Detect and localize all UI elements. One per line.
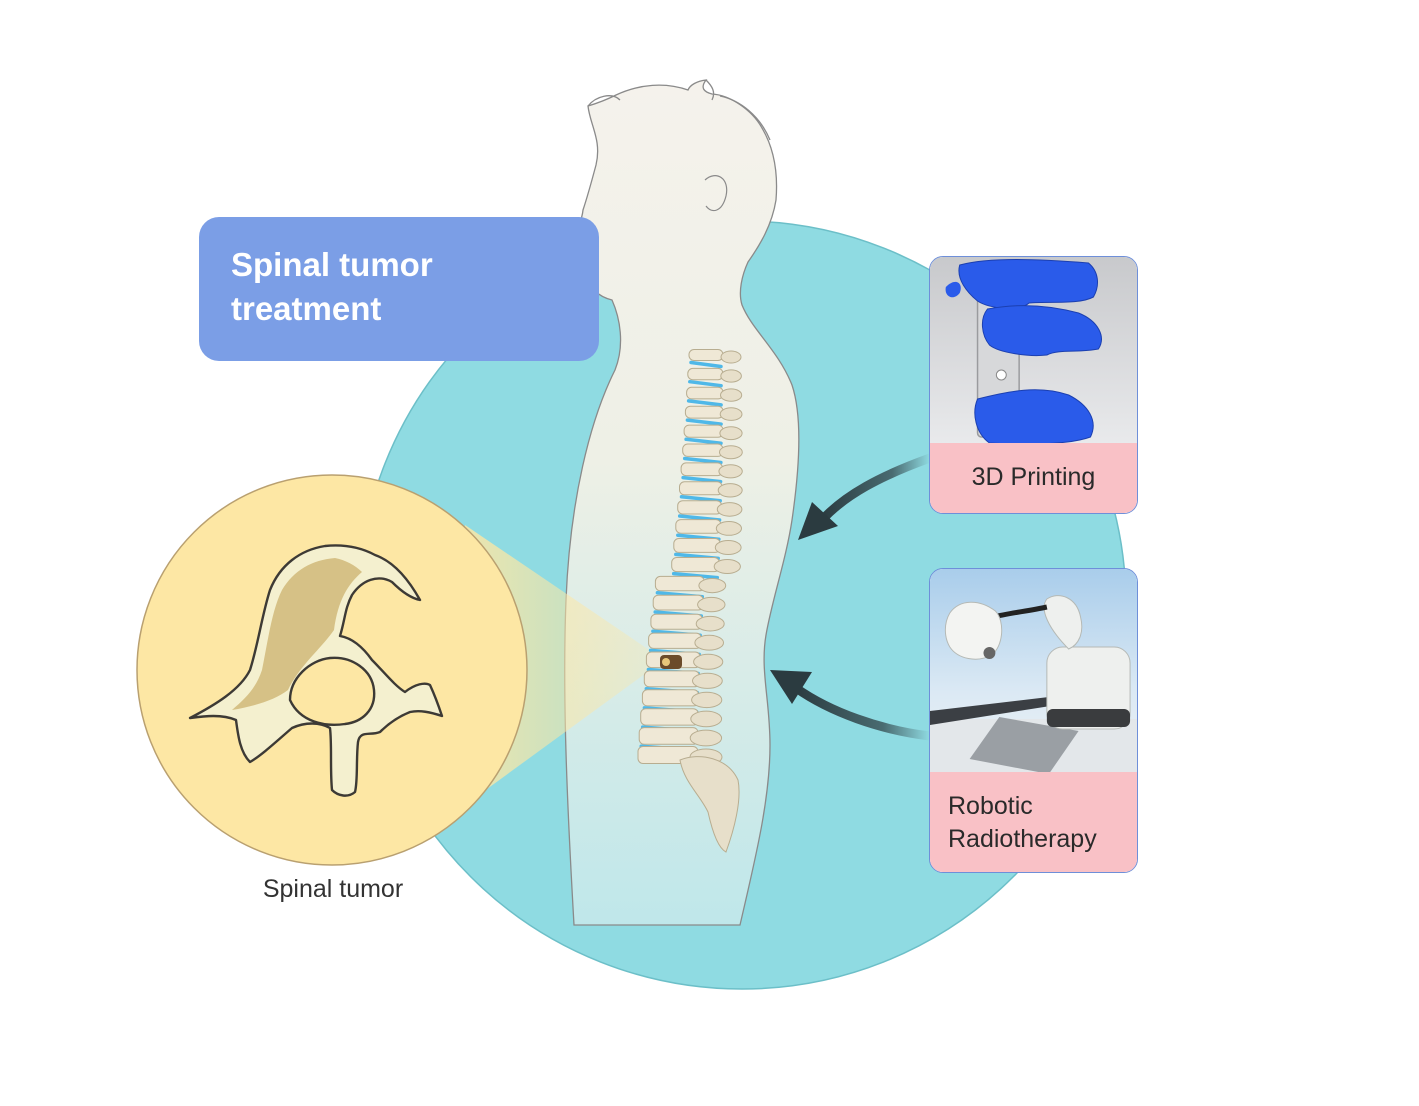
spinous-process: [690, 710, 723, 728]
vertebra-body: [675, 519, 722, 534]
robotic-radiotherapy-image: [930, 569, 1137, 774]
intervertebral-disc: [681, 475, 723, 484]
spinous-process: [716, 502, 743, 517]
vertebra-body: [687, 367, 724, 381]
hair: [587, 79, 771, 141]
vertebra-body: [652, 594, 704, 611]
arrow-radiotherapy-head: [770, 670, 812, 704]
spinous-process: [713, 559, 741, 574]
spinous-process: [695, 615, 725, 632]
spinous-process: [698, 578, 727, 594]
spine-tumor-highlight: [662, 658, 670, 666]
spinous-process: [691, 691, 723, 709]
vertebra-body: [686, 386, 724, 400]
arrow-3d-printing-head: [798, 502, 838, 540]
vertebra-body: [679, 481, 723, 496]
spinous-process: [697, 596, 726, 613]
arrow-3d-printing: [817, 453, 935, 525]
vertebra-cross-section: [188, 544, 444, 797]
spinous-process: [719, 407, 743, 421]
title-line-1: Spinal tumor: [231, 246, 433, 283]
spinous-process: [692, 672, 723, 689]
spinous-process: [720, 388, 743, 402]
printed-vertebra-top: [958, 259, 1099, 309]
vertebra-body: [688, 349, 724, 361]
printed-vertebra-bottom: [974, 389, 1094, 445]
spinous-process: [715, 521, 743, 536]
arrow-radiotherapy: [791, 683, 935, 741]
card-3d-printing: 3D Printing: [929, 256, 1138, 514]
spinous-process: [693, 653, 724, 670]
intervertebral-disc: [688, 379, 723, 388]
vertebra-body: [671, 557, 720, 573]
vertebra-body: [673, 538, 721, 553]
spinous-process: [720, 350, 742, 364]
vertebra-body: [641, 689, 700, 707]
intervertebral-disc: [679, 495, 722, 503]
intervertebral-disc: [684, 437, 723, 446]
vertebra-body: [654, 575, 705, 592]
spinous-process: [717, 483, 743, 498]
label-radiotherapy: Radiotherapy: [948, 825, 1097, 853]
vertebra-body: [638, 727, 699, 745]
spinous-process: [714, 540, 742, 555]
vertebra-body: [680, 462, 723, 477]
spinous-process: [720, 369, 742, 383]
intervertebral-disc: [671, 571, 720, 580]
card-robotic-radiotherapy: Robotic Radiotherapy: [929, 568, 1138, 873]
spinous-process: [719, 445, 743, 460]
label-robotic-radiotherapy: Robotic Radiotherapy: [930, 772, 1137, 872]
title-line-2: treatment: [231, 290, 382, 327]
tumor-region: [232, 558, 362, 710]
printed-vertebra-mid: [981, 305, 1102, 356]
label-3d-printing: 3D Printing: [930, 443, 1137, 513]
vertebra-body: [682, 443, 724, 457]
robot-base: [1046, 646, 1131, 730]
vertebra-body: [683, 424, 724, 438]
zoom-caption: Spinal tumor: [262, 875, 404, 903]
label-robotic: Robotic: [948, 792, 1033, 820]
vertebra-body: [650, 613, 703, 630]
spinous-process: [718, 464, 743, 479]
intervertebral-disc: [686, 399, 723, 407]
title-box: Spinal tumor treatment: [199, 217, 599, 361]
intervertebral-disc: [685, 418, 723, 426]
vertebra-body: [684, 405, 724, 419]
spinous-process: [694, 634, 725, 651]
spinous-process: [689, 729, 723, 747]
vertebra-body: [677, 500, 723, 515]
ear: [704, 175, 728, 212]
intervertebral-disc: [689, 360, 723, 369]
spine: [637, 349, 743, 853]
vertebra-body: [640, 708, 699, 726]
vertebra-body: [648, 632, 702, 649]
vertebra-body: [643, 670, 700, 688]
robot-arm: [1043, 595, 1083, 650]
spinous-process: [719, 426, 743, 441]
treatment-couch: [930, 697, 1057, 725]
3d-printed-spine-image: [930, 257, 1137, 445]
vertebral-canal: [288, 656, 376, 726]
intervertebral-disc: [682, 456, 723, 465]
sacrum: [679, 756, 740, 853]
